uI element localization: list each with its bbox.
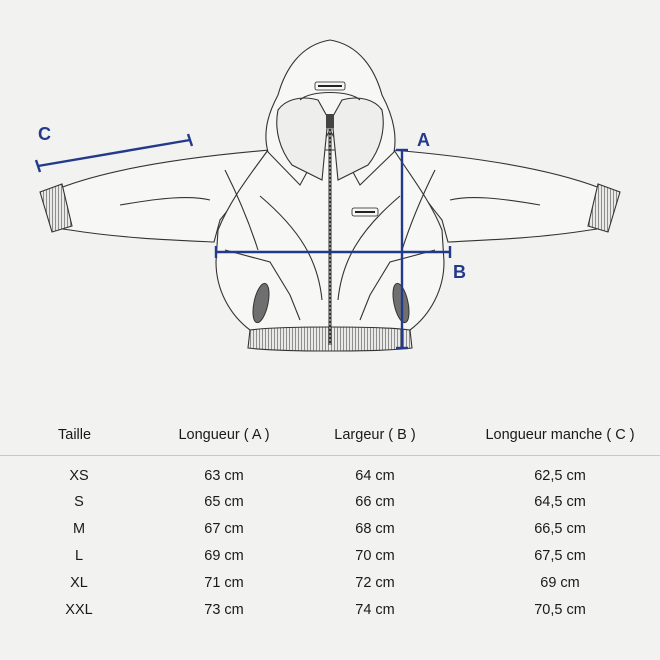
- left-pocket: [252, 282, 270, 324]
- right-cuff: [587, 183, 621, 233]
- zipper-icon: [326, 114, 334, 345]
- hood-lining: [276, 97, 329, 181]
- size-table: Taille Longueur ( A ) Largeur ( B ) Long…: [0, 415, 660, 623]
- table-row: XS 63 cm 64 cm 62,5 cm: [0, 456, 660, 489]
- table-row: S 65 cm 66 cm 64,5 cm: [0, 488, 660, 515]
- hoodie-diagram: A B C: [34, 39, 621, 352]
- cell-length: 69 cm: [204, 547, 244, 564]
- table-row: XL 71 cm 72 cm 69 cm: [0, 569, 660, 596]
- cell-length: 71 cm: [204, 574, 244, 591]
- table-header-row: Taille Longueur ( A ) Largeur ( B ) Long…: [0, 415, 660, 456]
- measure-a: [396, 148, 408, 350]
- brand-logo-icon: [314, 81, 379, 217]
- header-largeur: Largeur ( B ): [290, 415, 460, 456]
- cell-sleeve: 66,5 cm: [534, 520, 586, 537]
- cell-length: 63 cm: [204, 468, 244, 484]
- table-row: M 67 cm 68 cm 66,5 cm: [0, 515, 660, 542]
- cell-sleeve: 67,5 cm: [534, 547, 586, 564]
- cell-size: XS: [69, 468, 89, 484]
- cell-width: 70 cm: [355, 547, 395, 564]
- cell-size: S: [74, 493, 84, 510]
- cell-width: 66 cm: [355, 493, 395, 510]
- cell-width: 68 cm: [355, 520, 395, 537]
- cell-width: 72 cm: [355, 574, 395, 591]
- hoodie-sketch-icon: [39, 39, 621, 352]
- cell-size: XXL: [65, 601, 93, 618]
- table-row: XXL 73 cm 74 cm 70,5 cm: [0, 596, 660, 623]
- cell-sleeve: 69 cm: [540, 574, 580, 591]
- cell-width: 64 cm: [355, 468, 395, 484]
- label-a: A: [417, 130, 430, 150]
- header-longueur-manche: Longueur manche ( C ): [460, 415, 660, 456]
- cell-length: 73 cm: [204, 601, 244, 618]
- label-c: C: [38, 124, 51, 144]
- header-taille: Taille: [0, 415, 158, 456]
- cell-length: 67 cm: [204, 520, 244, 537]
- header-longueur: Longueur ( A ): [158, 415, 290, 456]
- measure-c: [34, 133, 194, 173]
- cell-sleeve: 62,5 cm: [534, 468, 586, 484]
- label-b: B: [453, 262, 466, 282]
- cell-sleeve: 64,5 cm: [534, 493, 586, 510]
- cell-width: 74 cm: [355, 601, 395, 618]
- cell-size: L: [74, 547, 84, 564]
- cell-length: 65 cm: [204, 493, 244, 510]
- cell-size: XL: [70, 574, 88, 591]
- left-cuff: [39, 183, 73, 233]
- cell-size: M: [72, 520, 86, 537]
- table-row: L 69 cm 70 cm 67,5 cm: [0, 542, 660, 569]
- measure-b: [214, 246, 452, 258]
- cell-sleeve: 70,5 cm: [534, 601, 586, 618]
